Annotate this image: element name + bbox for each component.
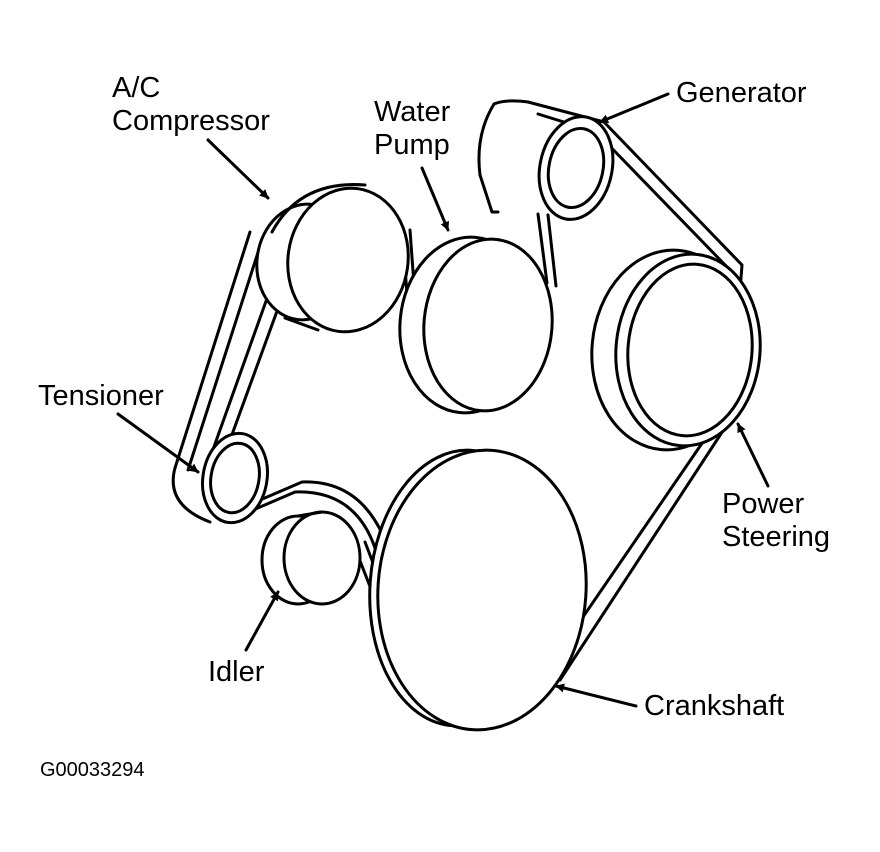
arrow-water-pump xyxy=(420,166,450,232)
power-steering-pulley xyxy=(590,248,762,452)
leader-arrows xyxy=(116,92,770,708)
arrow-ac-compressor xyxy=(206,138,270,200)
arrow-crankshaft xyxy=(554,683,638,708)
crankshaft-pulley xyxy=(368,448,588,732)
arrow-tensioner xyxy=(116,412,200,474)
arrow-power-steering xyxy=(736,422,770,488)
label-ac-compressor: A/C Compressor xyxy=(112,72,270,137)
arrow-generator xyxy=(598,92,670,124)
label-idler: Idler xyxy=(208,656,265,688)
label-crankshaft: Crankshaft xyxy=(644,690,785,722)
label-power-steering: Power Steering xyxy=(722,488,831,553)
label-generator: Generator xyxy=(676,77,807,109)
figure-id: G00033294 xyxy=(40,759,145,781)
tensioner-pulley xyxy=(201,431,269,525)
water-pump-pulley xyxy=(398,235,554,415)
idler-pulley xyxy=(260,510,362,606)
arrow-idler xyxy=(244,590,280,652)
label-water-pump: Water Pump xyxy=(374,96,451,161)
generator-pulley xyxy=(477,102,615,221)
label-tensioner: Tensioner xyxy=(38,380,164,412)
ac-compressor-pulley xyxy=(255,183,410,334)
